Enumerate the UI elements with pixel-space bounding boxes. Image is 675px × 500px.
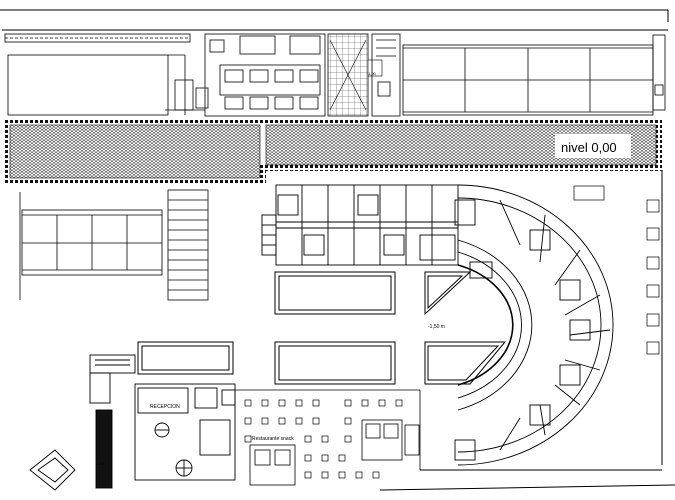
stair-tower <box>371 33 401 117</box>
restaurant-tables <box>244 399 403 479</box>
pool-level-label: -1,50 m <box>428 324 445 330</box>
restaurant-label: Restaurante snack <box>252 436 294 442</box>
sports-courts <box>402 34 666 116</box>
dimension-label-a: 1,00 <box>368 71 377 76</box>
rooms-wing-north <box>261 184 459 266</box>
west-courts <box>19 189 209 301</box>
east-markers <box>573 185 660 355</box>
pools <box>137 271 507 385</box>
north-strip <box>4 33 205 116</box>
reception-label: RECEPCION <box>150 404 180 410</box>
level-label: nivel 0,00 <box>561 140 617 155</box>
site-boundary <box>0 9 675 491</box>
service-block <box>174 33 326 117</box>
restaurant-area <box>235 389 421 486</box>
southwest-building <box>29 354 236 491</box>
skylight-grid <box>327 33 383 117</box>
promenade <box>4 119 662 184</box>
rooms-wing-curved <box>454 184 614 466</box>
dimension-label-b: 0,50 <box>96 461 105 466</box>
